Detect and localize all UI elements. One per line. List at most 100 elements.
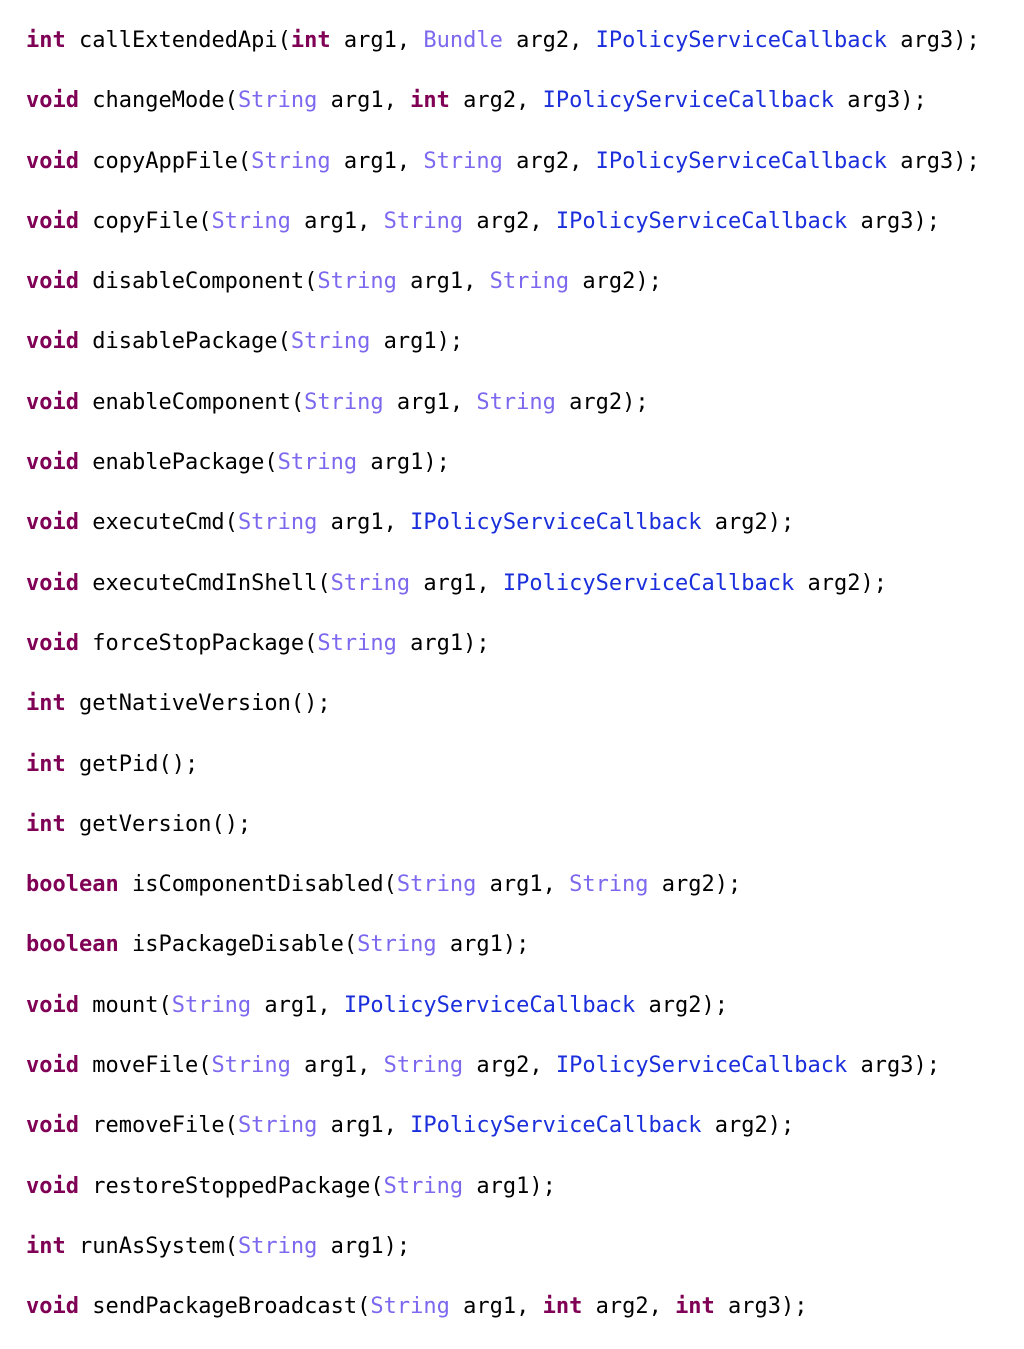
code-text: disablePackage( xyxy=(78,329,291,355)
keyword-token: void xyxy=(26,1173,79,1199)
code-text: getPid(); xyxy=(65,751,199,777)
code-text: arg2, xyxy=(502,28,596,53)
code-line: int getNativeVersion(); xyxy=(26,685,980,745)
code-line: void enablePackage(String arg1); xyxy=(26,444,980,504)
code-text: arg1, xyxy=(317,1113,411,1139)
code-text: arg1); xyxy=(370,329,464,355)
code-text: arg1, xyxy=(396,269,490,295)
code-line: void forceStopPackage(String arg1); xyxy=(26,625,980,685)
type-token: Bundle xyxy=(423,28,503,53)
type-token: String xyxy=(171,992,252,1018)
keyword-token: void xyxy=(26,1113,79,1139)
keyword-token: int xyxy=(410,88,450,114)
type-token: String xyxy=(357,932,437,958)
code-line: int getPid(); xyxy=(26,746,980,806)
keyword-token: void xyxy=(26,1053,79,1079)
code-text: executeCmd( xyxy=(78,510,238,536)
keyword-token: void xyxy=(26,269,79,295)
interface-token: IPolicyServiceCallback xyxy=(410,1113,702,1139)
code-text: arg2, xyxy=(449,88,543,114)
code-text: arg1, xyxy=(317,510,411,536)
code-text: arg1); xyxy=(436,932,530,958)
type-token: String xyxy=(476,389,556,415)
keyword-token: void xyxy=(26,389,79,415)
type-token: String xyxy=(383,1173,464,1199)
interface-token: IPolicyServiceCallback xyxy=(555,208,848,234)
code-line: void changeMode(String arg1, int arg2, I… xyxy=(26,82,980,142)
code-line: int getVersion(); xyxy=(26,806,980,866)
code-text: arg1, xyxy=(290,1053,384,1079)
keyword-token: int xyxy=(26,811,66,837)
type-token: String xyxy=(489,269,570,295)
code-text: arg2, xyxy=(502,148,596,174)
type-token: String xyxy=(330,570,411,596)
keyword-token: int xyxy=(26,751,66,777)
code-text: arg2); xyxy=(701,1113,795,1139)
keyword-token: int xyxy=(675,1294,715,1320)
code-text: arg1); xyxy=(317,1233,411,1259)
code-text: arg2); xyxy=(701,510,795,536)
keyword-token: int xyxy=(26,28,66,53)
interface-token: IPolicyServiceCallback xyxy=(555,1053,848,1079)
code-line: int callExtendedApi(int arg1, Bundle arg… xyxy=(26,22,980,82)
interface-token: IPolicyServiceCallback xyxy=(343,992,636,1018)
code-text: arg1, xyxy=(251,992,344,1018)
code-line: void executeCmdInShell(String arg1, IPol… xyxy=(26,565,980,625)
code-line: void removeFile(String arg1, IPolicyServ… xyxy=(26,1107,980,1167)
type-token: String xyxy=(237,88,318,114)
type-token: String xyxy=(277,450,358,476)
code-text: copyFile( xyxy=(78,208,212,234)
code-text: arg2); xyxy=(635,992,729,1018)
code-line: void disablePackage(String arg1); xyxy=(26,323,980,383)
code-text: executeCmdInShell( xyxy=(78,570,331,596)
code-line: int runAsSystem(String arg1); xyxy=(26,1228,980,1288)
interface-token: IPolicyServiceCallback xyxy=(542,88,835,114)
code-text: disableComponent( xyxy=(78,269,318,295)
type-token: String xyxy=(383,1053,464,1079)
code-text: removeFile( xyxy=(78,1113,238,1139)
code-text: arg2); xyxy=(555,389,649,415)
type-token: String xyxy=(383,208,464,234)
keyword-token: int xyxy=(26,1233,66,1259)
code-text: arg1); xyxy=(463,1173,556,1199)
code-line: boolean isPackageDisable(String arg1); xyxy=(26,926,980,986)
keyword-token: int xyxy=(26,691,66,717)
code-text: callExtendedApi( xyxy=(65,28,291,53)
interface-token: IPolicyServiceCallback xyxy=(502,570,795,596)
code-text: arg3); xyxy=(714,1294,808,1320)
code-text: mount( xyxy=(78,992,172,1018)
code-line: boolean isComponentDisabled(String arg1,… xyxy=(26,866,980,926)
code-text: arg2); xyxy=(794,570,887,596)
keyword-token: void xyxy=(26,450,79,476)
code-text: forceStopPackage( xyxy=(78,630,318,656)
code-text: arg3); xyxy=(847,208,940,234)
type-token: String xyxy=(251,148,331,174)
code-text: arg1, xyxy=(317,88,411,114)
code-text: arg1, xyxy=(476,872,570,898)
keyword-token: void xyxy=(26,1294,79,1320)
code-text: arg1, xyxy=(383,389,477,415)
code-text: arg1, xyxy=(449,1294,543,1320)
code-line: void restoreStoppedPackage(String arg1); xyxy=(26,1168,980,1228)
code-text: arg1, xyxy=(410,570,503,596)
code-text: arg2); xyxy=(648,872,742,898)
type-token: String xyxy=(237,1113,318,1139)
keyword-token: void xyxy=(26,148,79,174)
keyword-token: void xyxy=(26,88,79,114)
code-text: restoreStoppedPackage( xyxy=(78,1173,384,1199)
code-text: arg1); xyxy=(396,630,490,656)
keyword-token: void xyxy=(26,630,79,656)
type-token: String xyxy=(237,1233,318,1259)
keyword-token: boolean xyxy=(26,872,119,898)
interface-token: IPolicyServiceCallback xyxy=(410,510,702,536)
code-text: arg2, xyxy=(463,1053,556,1079)
code-line: void mount(String arg1, IPolicyServiceCa… xyxy=(26,987,980,1047)
keyword-token: void xyxy=(26,570,79,596)
type-token: String xyxy=(317,269,397,295)
code-text: arg1, xyxy=(330,148,424,174)
code-text: moveFile( xyxy=(78,1053,212,1079)
type-token: String xyxy=(569,872,649,898)
type-token: String xyxy=(290,329,371,355)
code-text: enableComponent( xyxy=(78,389,305,415)
code-line: void executeCmd(String arg1, IPolicyServ… xyxy=(26,504,980,564)
